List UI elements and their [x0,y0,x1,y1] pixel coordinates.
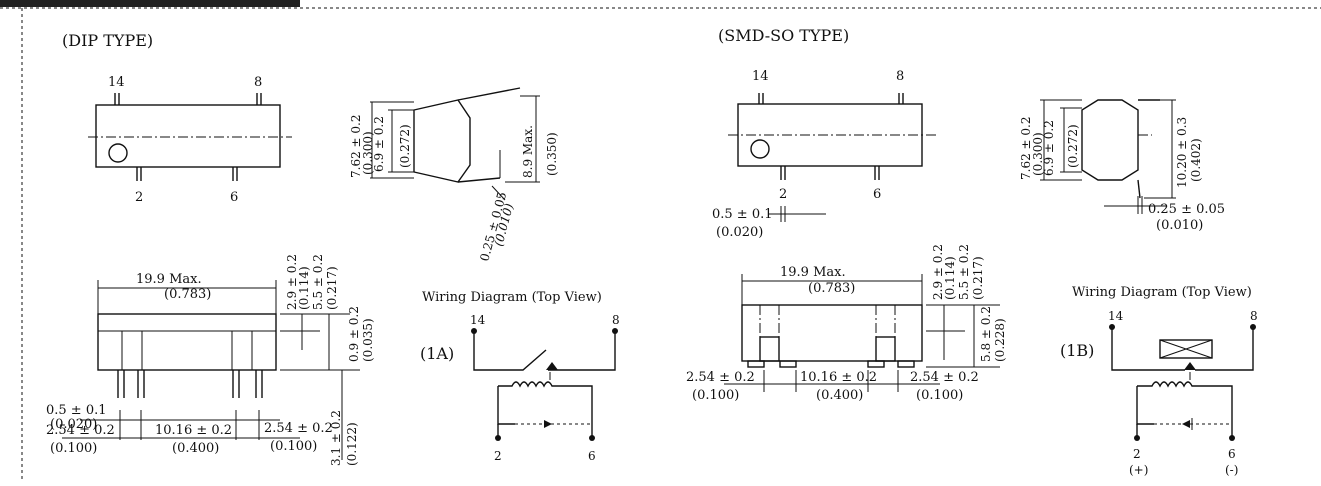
smd-length-in: (0.783) [808,281,855,296]
smd-side-height-in: (0.402) [1189,138,1203,182]
dip-side-width-inner: 6.9 ± 0.2 [372,116,386,172]
smd-dim-d3: 5.8 ± 0.2 [979,306,993,362]
smd-side-width-outer: 7.62 ± 0.2 [1019,117,1033,181]
dip-dim-d4: 3.1 ± 0.2 [329,410,343,466]
wiring-diagram-1b: Wiring Diagram (Top View) (1B) 14 8 2 6 … [1060,285,1258,477]
dip-side-width-outer-in: (0.300) [361,131,375,175]
dip-dim-d1-in: (0.114) [297,266,311,310]
smd-side-view: 7.62 ± 0.2 (0.300) 6.9 ± 0.2 (0.272) 10.… [1019,99,1225,233]
dip-side-view: 7.62 ± 0.2 (0.300) 6.9 ± 0.2 (0.272) 8.9… [349,87,559,263]
smd-side-height: 10.20 ± 0.3 [1175,117,1189,188]
dip-dim-d2: 5.5 ± 0.2 [311,254,325,310]
wiring-1b-pin14: 14 [1108,309,1124,323]
wiring-1a-pin14: 14 [470,313,486,327]
dip-pitch-3-in: (0.100) [270,439,317,454]
smd-top-view: 14 8 2 6 0.5 ± 0.1 (0.020) [712,69,936,240]
wiring-1a-pin2: 2 [494,449,502,463]
smd-pin-width: 0.5 ± 0.1 [712,207,773,222]
dip-pitch-2: 10.16 ± 0.2 [155,423,232,438]
dip-pitch-1-in: (0.100) [50,441,97,456]
smd-dim-d2-in: (0.217) [971,256,985,300]
smd-pitch-3-in: (0.100) [916,388,963,403]
wiring-1a-title: Wiring Diagram (Top View) [422,290,602,305]
smd-pitch-2: 10.16 ± 0.2 [800,370,877,385]
dip-pitch-3: 2.54 ± 0.2 [264,421,333,436]
dip-top-view: 14 8 2 6 [88,75,292,205]
dip-side-width-outer: 7.62 ± 0.2 [349,115,363,179]
dip-length-in: (0.783) [164,287,211,302]
wiring-1a-code: (1A) [420,344,454,363]
dip-pin-6-label: 6 [230,190,238,205]
wiring-1b-pin6: 6 [1228,447,1236,461]
smd-dim-d2: 5.5 ± 0.2 [957,244,971,300]
reed-switch-symbol [1159,339,1213,359]
wiring-1a-pin6: 6 [588,449,596,463]
smd-pitch-1: 2.54 ± 0.2 [686,370,755,385]
dip-dim-d3-in: (0.035) [361,318,375,362]
wiring-1b-pin8: 8 [1250,309,1258,323]
dip-type-label: (DIP TYPE) [62,31,153,50]
smd-dim-d3-in: (0.228) [993,318,1007,362]
dip-side-height: 8.9 Max. [521,125,535,178]
dip-front-view: 19.9 Max. (0.783) 2.9 ± 0.2 (0.114) 5.5 … [46,254,375,466]
smd-side-width-outer-in: (0.300) [1031,132,1045,176]
wiring-1a-pin8: 8 [612,313,620,327]
smd-front-view: 19.9 Max. (0.783) 2.9 ± 0.2 (0.114) 5.5 … [686,244,1007,403]
dip-side-width-inner-in: (0.272) [398,124,412,168]
smd-length: 19.9 Max. [780,265,846,280]
dip-pitch-2-in: (0.400) [172,441,219,456]
dip-dim-d1: 2.9 ± 0.2 [285,254,299,310]
wiring-1b-pin2: 2 [1133,447,1141,461]
smd-type-label: (SMD-SO TYPE) [718,26,849,45]
dip-side-height-in: (0.350) [545,132,559,176]
dip-length: 19.9 Max. [136,272,202,287]
smd-pitch-2-in: (0.400) [816,388,863,403]
dip-dim-d2-in: (0.217) [325,266,339,310]
smd-side-width-inner-in: (0.272) [1066,124,1080,168]
wiring-1b-plus: (+) [1129,463,1148,477]
smd-pitch-3: 2.54 ± 0.2 [910,370,979,385]
dip-pin-8-label: 8 [254,75,262,90]
smd-pin-8-label: 8 [896,69,904,84]
smd-pin-width-in: (0.020) [716,225,763,240]
smd-lead-thickness: 0.25 ± 0.05 [1148,202,1225,217]
dip-dim-d4-in: (0.122) [345,422,359,466]
smd-pin-2-label: 2 [779,187,787,202]
dip-pin-14-label: 14 [108,75,125,90]
smd-lead-thickness-in: (0.010) [1156,218,1203,233]
wiring-1b-title: Wiring Diagram (Top View) [1072,285,1252,300]
smd-dim-d1: 2.9 ± 0.2 [931,244,945,300]
smd-pitch-1-in: (0.100) [692,388,739,403]
smd-pin-14-label: 14 [752,69,769,84]
dip-pin-width-in: (0.020) [50,417,97,432]
wiring-1b-code: (1B) [1060,341,1094,360]
wiring-1b-minus: (-) [1225,463,1238,477]
wiring-diagram-1a: Wiring Diagram (Top View) (1A) 14 8 2 6 [420,290,620,463]
dip-pin-width: 0.5 ± 0.1 [46,403,107,418]
cropped-header-title [0,0,300,7]
dip-pitch-1: 2.54 ± 0.2 [46,423,115,438]
dip-pin-2-label: 2 [135,190,143,205]
smd-side-width-inner: 6.9 ± 0.2 [1042,120,1056,176]
dip-dim-d3: 0.9 ± 0.2 [347,306,361,362]
smd-dim-d1-in: (0.114) [943,256,957,300]
smd-pin-6-label: 6 [873,187,881,202]
